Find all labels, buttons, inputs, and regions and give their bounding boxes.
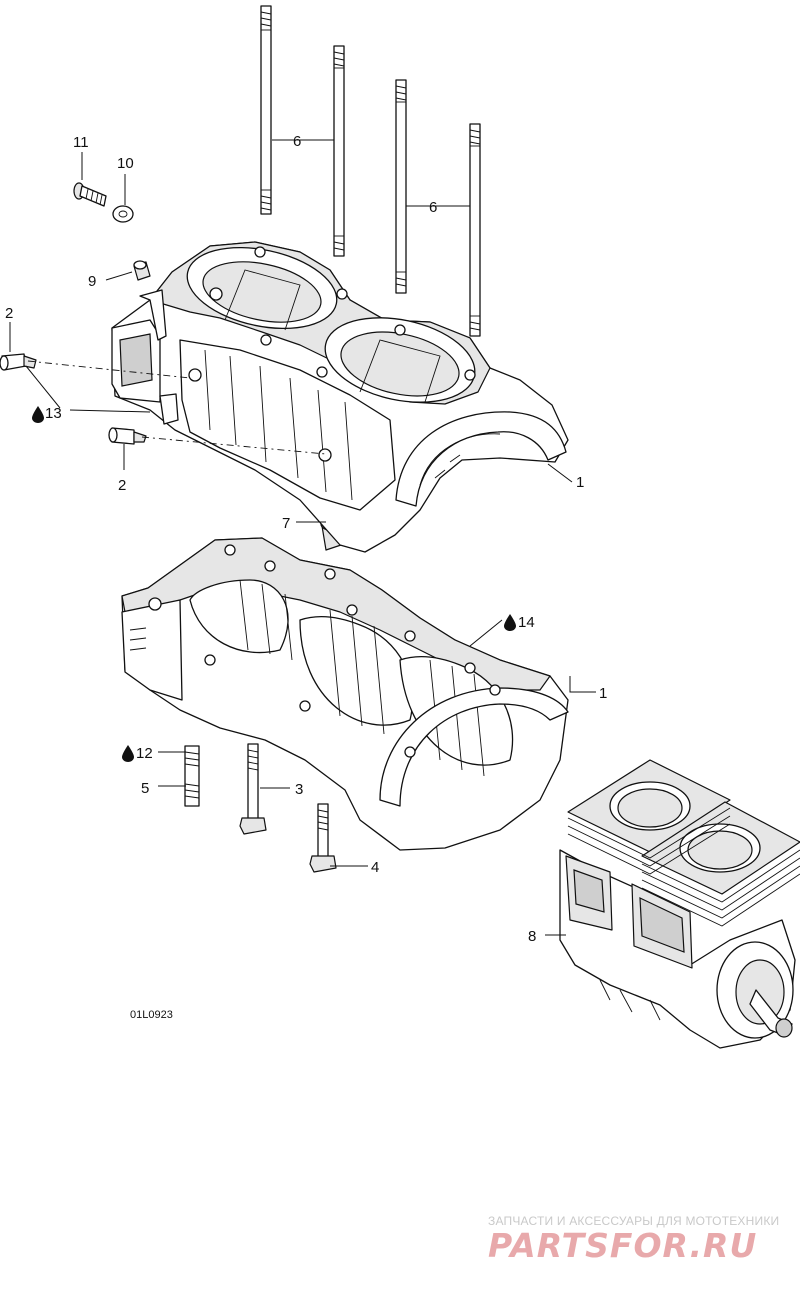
leader-lines: [9, 139, 596, 936]
stud-part-5: [184, 745, 200, 807]
callout-7: 7: [282, 515, 290, 532]
upper-crankcase: [111, 241, 569, 553]
lower-case-bolt-bosses: [148, 544, 501, 758]
stud-part-6-group: [260, 5, 481, 337]
watermark-logo: PARTSFOR.RU: [488, 1226, 758, 1265]
stud-4: [469, 123, 481, 337]
oil-drop-icon: [122, 745, 134, 762]
drawing-code: 01L0923: [130, 1009, 173, 1021]
callout-8: 8: [528, 928, 536, 945]
fitting-part-2-top: [0, 353, 37, 371]
oil-drop-icon: [504, 614, 516, 631]
callout-1-lower: 1: [599, 685, 607, 702]
bolt-part-4: [309, 803, 337, 873]
fitting-part-2-bottom: [108, 427, 147, 445]
callout-6a: 6: [293, 133, 301, 150]
callout-6b: 6: [429, 199, 437, 216]
callout-9: 9: [88, 273, 96, 290]
lower-crankcase: [121, 537, 569, 851]
callout-10: 10: [117, 155, 134, 172]
screw-part-11: [73, 182, 107, 207]
callout-11: 11: [73, 134, 89, 151]
callout-1-upper: 1: [576, 474, 584, 491]
watermark-tagline: ЗАПЧАСТИ И АКСЕССУАРЫ ДЛЯ МОТОТЕХНИКИ: [488, 1214, 780, 1228]
callout-labels: 6 6 11 10 9 2 13 2 1 7 14 1 12 5 3 4 8 0…: [5, 133, 607, 1021]
bolt-part-3: [239, 743, 267, 835]
engine-assembly-part-8: [559, 759, 800, 1049]
stud-2: [333, 45, 345, 257]
stud-1: [260, 5, 272, 215]
callout-13: 13: [45, 405, 62, 422]
callout-4: 4: [371, 859, 379, 876]
oil-drop-icon: [32, 406, 44, 423]
callout-5: 5: [141, 780, 149, 797]
callout-2-top: 2: [5, 305, 13, 322]
callout-12: 12: [136, 745, 153, 762]
callout-2-bottom: 2: [118, 477, 126, 494]
plug-part-9: [133, 260, 151, 281]
callout-14: 14: [518, 614, 535, 631]
stud-3: [395, 79, 407, 294]
callout-3: 3: [295, 781, 303, 798]
alignment-lines: [27, 360, 327, 455]
upper-case-bolt-bosses: [188, 246, 476, 462]
washer-part-10: [112, 205, 134, 223]
